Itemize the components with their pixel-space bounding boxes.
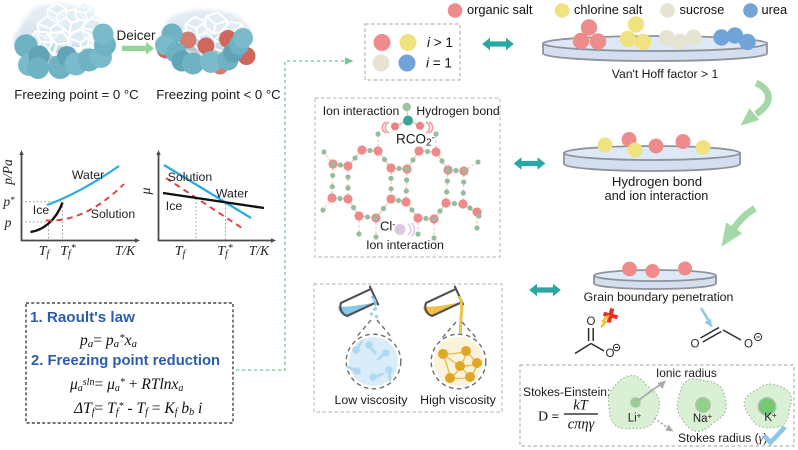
svg-text:Solution: Solution	[168, 170, 213, 184]
svg-text:i = 1: i = 1	[426, 56, 452, 71]
svg-text:1. Raoult's law: 1. Raoult's law	[30, 309, 135, 326]
svg-text:and ion interaction: and ion interaction	[605, 189, 709, 203]
svg-text:p: p	[4, 215, 12, 230]
svg-text:Tf*: Tf*	[60, 243, 76, 260]
svg-text:Water: Water	[72, 168, 104, 182]
svg-text:organic salt: organic salt	[467, 2, 533, 17]
svg-text:Ionic radius: Ionic radius	[656, 366, 717, 380]
svg-text:ΔTf= Tf* - Tf = Kf bb i: ΔTf= Tf* - Tf = Kf bb i	[73, 400, 202, 418]
svg-text:kT: kT	[573, 398, 588, 414]
svg-text:Tf*: Tf*	[217, 243, 233, 260]
svg-text:cπηγ: cπηγ	[568, 417, 596, 433]
svg-text:Van't Hoff factor > 1: Van't Hoff factor > 1	[612, 67, 719, 81]
svg-text:2. Freezing point reduction: 2. Freezing point reduction	[31, 353, 220, 369]
svg-text:Ion interaction: Ion interaction	[366, 238, 444, 252]
svg-text:T/K: T/K	[115, 243, 136, 258]
svg-text:p/Pa: p/Pa	[0, 159, 15, 186]
svg-text:O: O	[587, 316, 596, 328]
svg-text:O: O	[691, 339, 700, 351]
svg-text:O: O	[606, 348, 615, 360]
svg-text:Hydrogen bond: Hydrogen bond	[612, 174, 702, 189]
svg-text:Water: Water	[216, 187, 248, 201]
svg-text:Deicer: Deicer	[116, 28, 156, 43]
svg-text:i > 1: i > 1	[427, 35, 453, 50]
svg-text:Tf: Tf	[175, 244, 187, 260]
svg-text:High viscosity: High viscosity	[420, 393, 497, 407]
svg-text:Freezing point = 0 °C: Freezing point = 0 °C	[14, 87, 139, 102]
svg-text:Ice: Ice	[33, 203, 50, 217]
svg-text:T/K: T/K	[249, 243, 270, 258]
svg-text:pa= pa*xa: pa= pa*xa	[79, 332, 138, 351]
svg-text:μasln= μa* + RTlnxa: μasln= μa* + RTlnxa	[69, 376, 183, 394]
svg-text:sucrose: sucrose	[680, 2, 725, 17]
svg-text:chlorine salt: chlorine salt	[574, 2, 643, 17]
svg-text:Grain boundary penetration: Grain boundary penetration	[584, 290, 734, 304]
svg-text:p*: p*	[2, 194, 15, 209]
svg-text:Ice: Ice	[166, 199, 183, 213]
svg-text:RCO2-: RCO2-	[396, 132, 435, 149]
svg-text:Ion interaction: Ion interaction	[323, 104, 400, 118]
svg-text:μ: μ	[139, 187, 154, 195]
svg-text:Hydrogen bond: Hydrogen bond	[416, 104, 499, 118]
svg-text:Cl-: Cl-	[380, 219, 395, 234]
svg-text:urea: urea	[762, 2, 788, 17]
svg-text:Stokes radius (γ): Stokes radius (γ)	[678, 431, 767, 445]
svg-text:Low viscosity: Low viscosity	[335, 393, 409, 407]
svg-text:Freezing point < 0 °C: Freezing point < 0 °C	[156, 87, 281, 102]
svg-text:O: O	[744, 339, 753, 351]
svg-text:Tf: Tf	[39, 244, 51, 260]
svg-text:Stokes-Einstein:: Stokes-Einstein:	[523, 385, 610, 399]
svg-text:D =: D =	[538, 409, 559, 425]
svg-text:Solution: Solution	[91, 207, 136, 221]
